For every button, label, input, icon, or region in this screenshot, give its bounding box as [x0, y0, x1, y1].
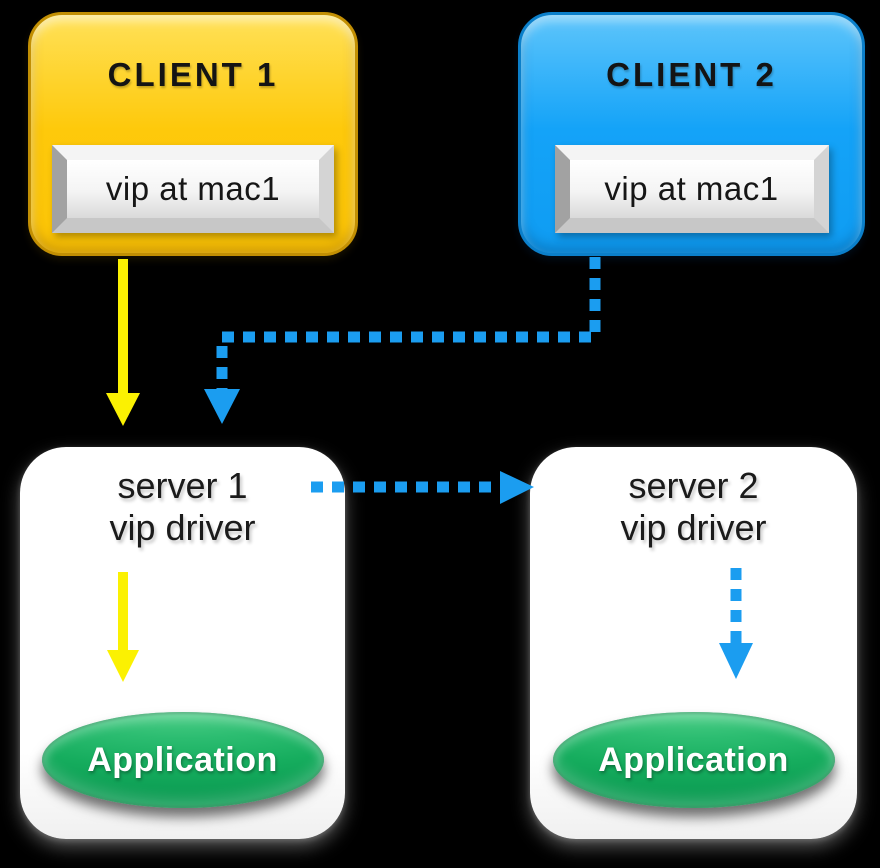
arrow-client2-to-server1 — [204, 257, 601, 424]
client2-vip-chip: vip at mac1 — [554, 145, 829, 233]
server1-title: server 1 vip driver — [109, 465, 255, 549]
server2-box: server 2 vip driver Application — [530, 447, 857, 839]
server2-name: server 2 — [628, 465, 759, 506]
client1-title: CLIENT 1 — [107, 56, 279, 93]
server1-box: server 1 vip driver Application — [20, 447, 345, 839]
client1-vip-label: vip at mac1 — [105, 170, 281, 207]
server2-application-label: Application — [598, 740, 789, 779]
server2-application-ellipse: Application — [552, 712, 835, 808]
server2-role: vip driver — [620, 506, 767, 548]
server1-application-label: Application — [87, 740, 278, 779]
client2-box: CLIENT 2 vip at mac1 — [518, 12, 865, 256]
server1-name: server 1 — [117, 465, 248, 506]
client2-vip-label: vip at mac1 — [604, 170, 779, 207]
server1-application-ellipse: Application — [41, 712, 324, 808]
client1-box: CLIENT 1 vip at mac1 — [28, 12, 358, 256]
client1-vip-chip: vip at mac1 — [52, 145, 334, 233]
server1-role: vip driver — [109, 506, 256, 548]
server2-title: server 2 vip driver — [620, 465, 766, 549]
arrow-client1-to-server1 — [106, 259, 140, 426]
client2-title: CLIENT 2 — [606, 56, 777, 93]
